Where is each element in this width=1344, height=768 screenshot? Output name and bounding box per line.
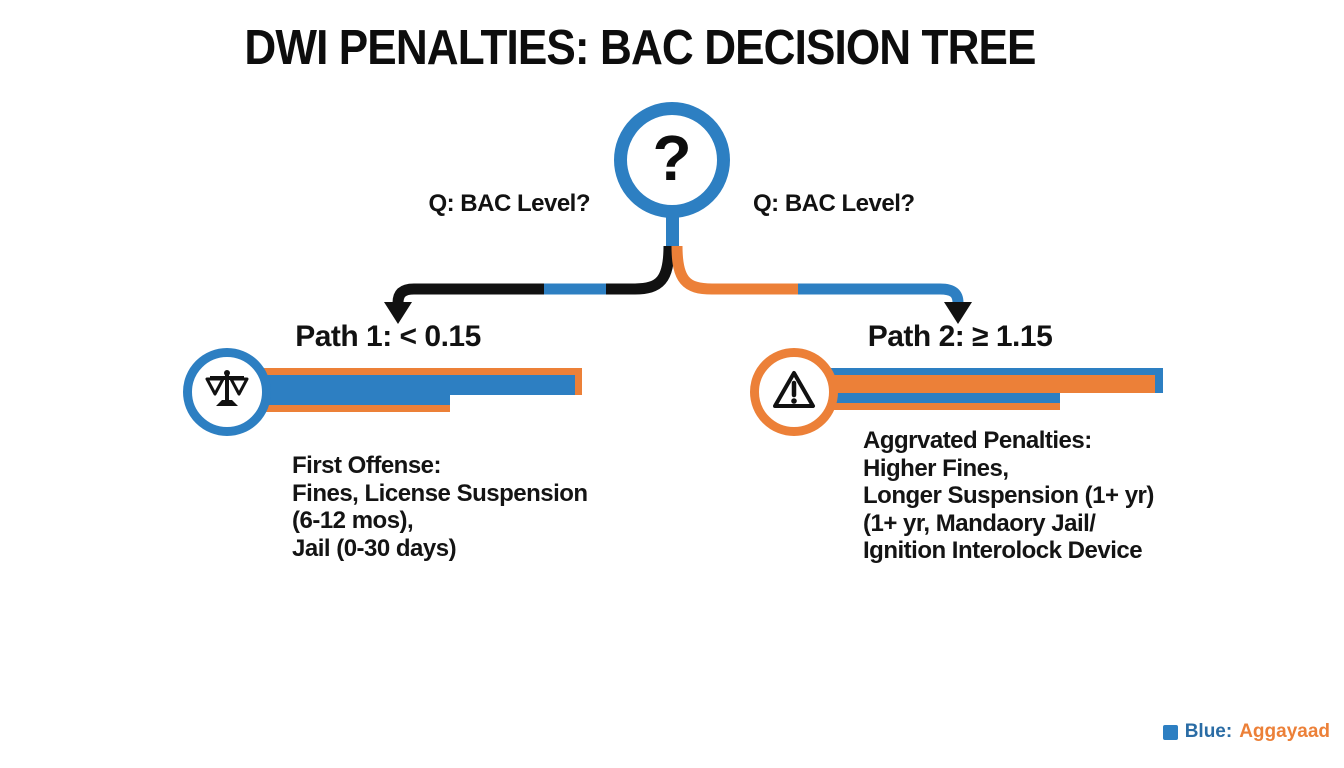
path1-label: Path 1: < 0.15 [295,320,481,353]
path2-description: Aggrvated Penalties: Higher Fines, Longe… [863,427,1154,565]
branch-right-orange-segment [671,245,802,295]
path2-bar-blue-cap [1155,368,1163,393]
scales-icon [203,366,251,419]
path2-line: Longer Suspension (1+ yr) [863,482,1154,509]
path2-line: Ignition Interolock Device [863,537,1143,564]
left-arrowhead-icon [384,302,412,324]
root-question-node: ? [614,102,730,218]
branch-left-line [392,245,675,304]
path1-bars [252,368,592,412]
path1-line: First Offense: [292,452,442,479]
question-label-left: Q: BAC Level? [428,190,590,217]
legend: Blue: Aggayaad [1162,721,1330,743]
warning-icon [770,366,818,419]
path2-bar-blue-short [815,393,1060,403]
path1-bar-orange-bottom [252,405,450,412]
branch-right-blue-segment [798,283,964,304]
path2-label: Path 2: ≥ 1.15 [867,320,1053,353]
path1-line: (6-12 mos), [292,507,414,534]
right-arrowhead-icon [944,302,972,324]
path1-bar-blue-long [252,375,575,395]
path1-bar-orange-cap [575,368,582,395]
legend-value: Aggayaad [1239,721,1330,742]
path1-bar-orange-top [252,368,582,375]
path1-node [183,348,271,436]
path2-bar-orange-bottom [815,403,1060,410]
path1-line: Jail (0-30 days) [292,534,457,562]
blue-square-icon [1162,724,1178,740]
path2-bars [815,368,1171,410]
path1-bar-blue-short [252,395,450,405]
path2-line: Higher Fines, [863,454,1009,482]
path2-line: (1+ yr, Mandaory Jail/ [863,509,1096,537]
path2-node [750,348,838,436]
legend-label: Blue: [1184,721,1233,742]
path2-line: Aggrvated Penalties: [863,427,1092,454]
path1-line: Fines, License Suspension [292,479,588,507]
path2-bar-blue-top [815,368,1163,375]
path1-description: First Offense: Fines, License Suspension… [292,452,588,562]
question-icon: ? [652,122,692,194]
path2-bar-orange-long [815,375,1155,393]
page-title: DWI PENALTIES: BAC DECISION TREE [244,21,1036,75]
question-label-right: Q: BAC Level? [753,190,915,217]
